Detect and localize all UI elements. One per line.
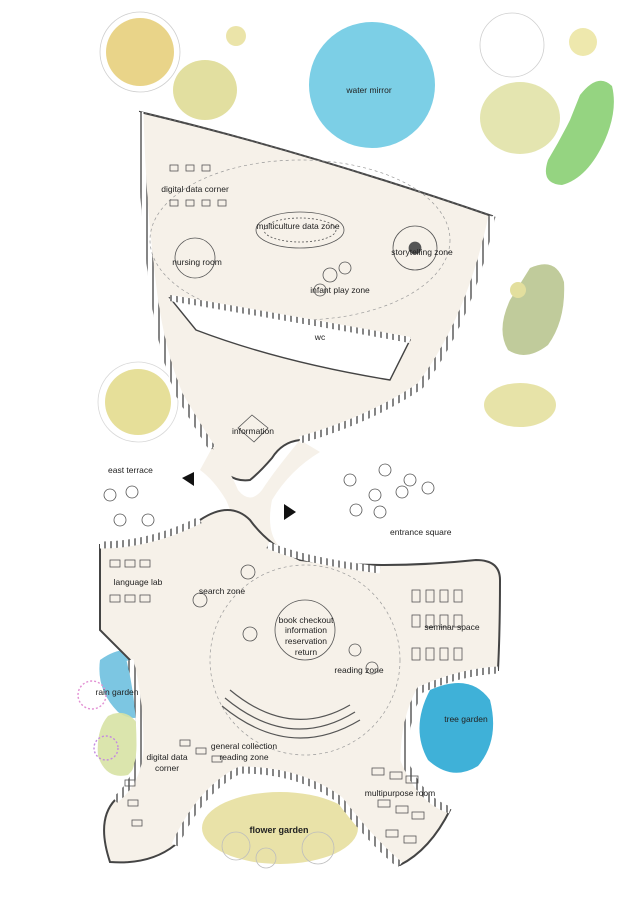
label-multipurpose-room: multipurpose room — [364, 788, 436, 798]
sage-grove — [502, 264, 565, 355]
label-wc: wc — [314, 332, 326, 342]
label-reading-zone: reading zone — [334, 665, 384, 675]
label-digital-data-bottom-2: corner — [154, 763, 180, 773]
tree-canopy-top-left-2 — [173, 60, 237, 120]
label-digital-data-bottom-1: digital data — [146, 752, 188, 762]
tree-canopy-top-left — [106, 18, 174, 86]
tree-garden — [419, 682, 494, 773]
label-digital-data-corner: digital data corner — [161, 184, 229, 194]
tree-canopy-top-right — [480, 82, 560, 154]
label-general-collection: general collection — [210, 741, 278, 751]
label-tree-garden: tree garden — [444, 714, 488, 724]
label-book-checkout: book checkout — [278, 615, 334, 625]
reading-benches — [229, 689, 351, 721]
label-information: information — [231, 426, 275, 436]
information-desk-shape — [237, 414, 269, 443]
label-entrance-square: entrance square — [390, 527, 452, 537]
green-grove — [545, 80, 614, 185]
label-rain-garden: rain garden — [95, 687, 139, 697]
flower-garden — [202, 792, 358, 864]
entrance-arrow-east — [284, 504, 296, 520]
interior-furniture — [103, 164, 463, 844]
label-reservation: reservation — [284, 636, 328, 646]
neck — [200, 440, 320, 545]
storytelling-circle — [392, 225, 438, 271]
label-multiculture-data-zone: multiculture data zone — [256, 221, 340, 231]
label-return: return — [294, 647, 318, 657]
label-water-mirror: water mirror — [346, 85, 392, 95]
label-seminar-space: seminar space — [424, 622, 480, 632]
label-storytelling-zone: storytelling zone — [391, 247, 453, 257]
label-information-desk: information — [284, 625, 328, 635]
multiculture-island — [255, 211, 345, 249]
label-infant-play-zone: infant play zone — [310, 285, 370, 295]
label-flower-garden: flower garden — [249, 825, 309, 835]
tree-canopy-right — [484, 383, 556, 427]
label-nursing-room: nursing room — [172, 257, 222, 267]
label-language-lab: language lab — [113, 577, 163, 587]
checkout-ring — [274, 599, 336, 661]
building-outline — [99, 110, 502, 868]
tree-canopy-left — [105, 369, 171, 435]
water-mirror — [309, 22, 435, 148]
label-east-terrace: east terrace — [108, 465, 153, 475]
label-general-reading-zone: reading zone — [219, 752, 269, 762]
nursing-room-circle — [174, 237, 216, 279]
label-search-zone: search zone — [198, 586, 246, 596]
digital-data-corner-tables — [169, 164, 227, 207]
entrance-arrow-west — [182, 472, 194, 486]
